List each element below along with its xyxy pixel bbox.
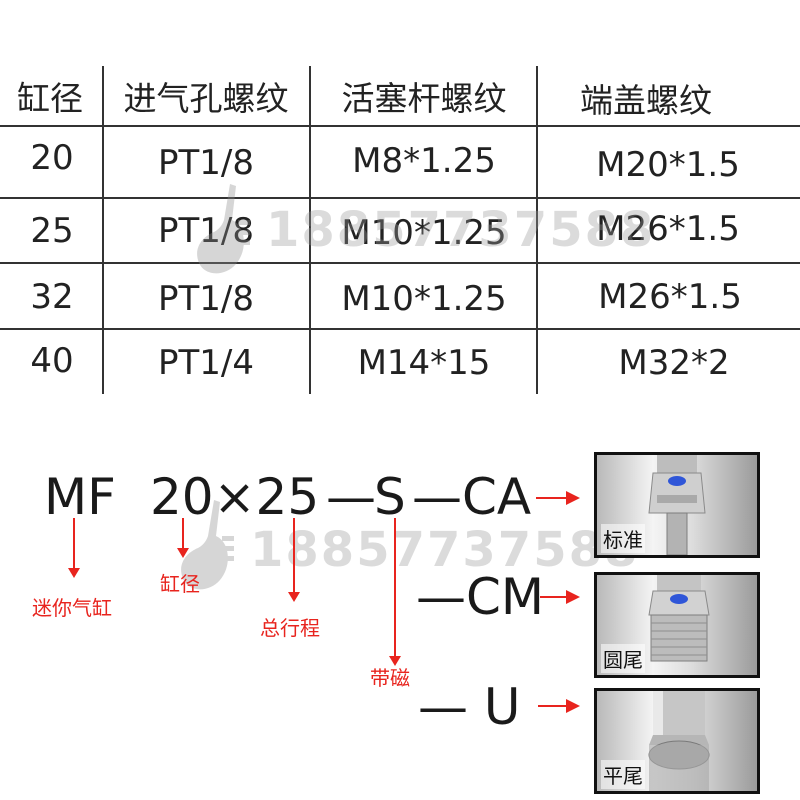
code-size: 20×25: [150, 468, 320, 526]
table-cell: 25: [30, 211, 74, 251]
arrow-down-icon: [389, 656, 401, 666]
cylinder-standard-image: [648, 455, 706, 555]
row-divider: [0, 197, 800, 199]
pointer-line: [182, 518, 184, 550]
row-divider: [0, 262, 800, 264]
arrow-line: [538, 705, 568, 707]
table-cell: PT1/8: [158, 211, 254, 251]
label-stroke: 总行程: [260, 616, 320, 640]
pointer-line: [293, 518, 295, 594]
label-bore: 缸径: [160, 572, 200, 596]
row-divider: [0, 328, 800, 330]
table-cell: 32: [30, 277, 74, 317]
table-cell: M32*2: [618, 343, 730, 383]
cylinder-flat-tail-image: [648, 691, 710, 791]
pointer-line: [394, 518, 396, 658]
label-magnet: 带磁: [370, 666, 410, 690]
photo-label: 标准: [601, 524, 645, 553]
arrow-down-icon: [288, 592, 300, 602]
code-end-u: — U: [418, 678, 521, 736]
header-inlet-thread: 进气孔螺纹: [123, 79, 289, 118]
arrow-down-icon: [68, 568, 80, 578]
photo-standard: 标准: [594, 452, 760, 558]
code-magnet: S: [374, 468, 406, 526]
photo-label: 平尾: [601, 760, 645, 789]
table-cell: M10*1.25: [341, 279, 507, 319]
spec-table: 缸径 进气孔螺纹 活塞杆螺纹 端盖螺纹 20 PT1/8 M8*1.25 M20…: [0, 66, 800, 394]
code-separator: —: [326, 468, 376, 526]
arrow-right-icon: [566, 590, 580, 604]
arrow-right-icon: [566, 491, 580, 505]
arrow-line: [536, 497, 568, 499]
table-cell: 20: [30, 138, 74, 178]
table-cell: PT1/8: [158, 279, 254, 319]
photo-round-tail: 圆尾: [594, 572, 760, 678]
cylinder-round-tail-image: [648, 575, 710, 662]
pointer-line: [73, 518, 75, 570]
row-divider: [0, 125, 800, 127]
photo-flat-tail: 平尾: [594, 688, 760, 794]
arrow-line: [540, 596, 568, 598]
label-mini-cylinder: 迷你气缸: [32, 596, 112, 620]
photo-label: 圆尾: [601, 644, 645, 673]
table-cell: PT1/8: [158, 143, 254, 183]
header-cap-thread: 端盖螺纹: [580, 81, 712, 120]
table-cell: 40: [30, 341, 74, 381]
table-cell: M26*1.5: [596, 209, 740, 249]
arrow-right-icon: [566, 699, 580, 713]
code-end-cm: —CM: [416, 568, 545, 626]
table-cell: M20*1.5: [596, 145, 740, 185]
arrow-down-icon: [177, 548, 189, 558]
code-separator: —: [412, 468, 462, 526]
table-cell: PT1/4: [158, 343, 254, 383]
column-divider: [536, 66, 538, 394]
header-bore: 缸径: [17, 79, 83, 118]
column-divider: [309, 66, 311, 394]
code-prefix: MF: [44, 468, 116, 526]
code-end-ca: CA: [462, 468, 532, 526]
header-rod-thread: 活塞杆螺纹: [341, 79, 507, 118]
table-cell: M10*1.25: [341, 213, 507, 253]
table-cell: M14*15: [357, 343, 491, 383]
table-cell: M26*1.5: [598, 277, 742, 317]
table-cell: M8*1.25: [352, 141, 496, 181]
column-divider: [102, 66, 104, 394]
